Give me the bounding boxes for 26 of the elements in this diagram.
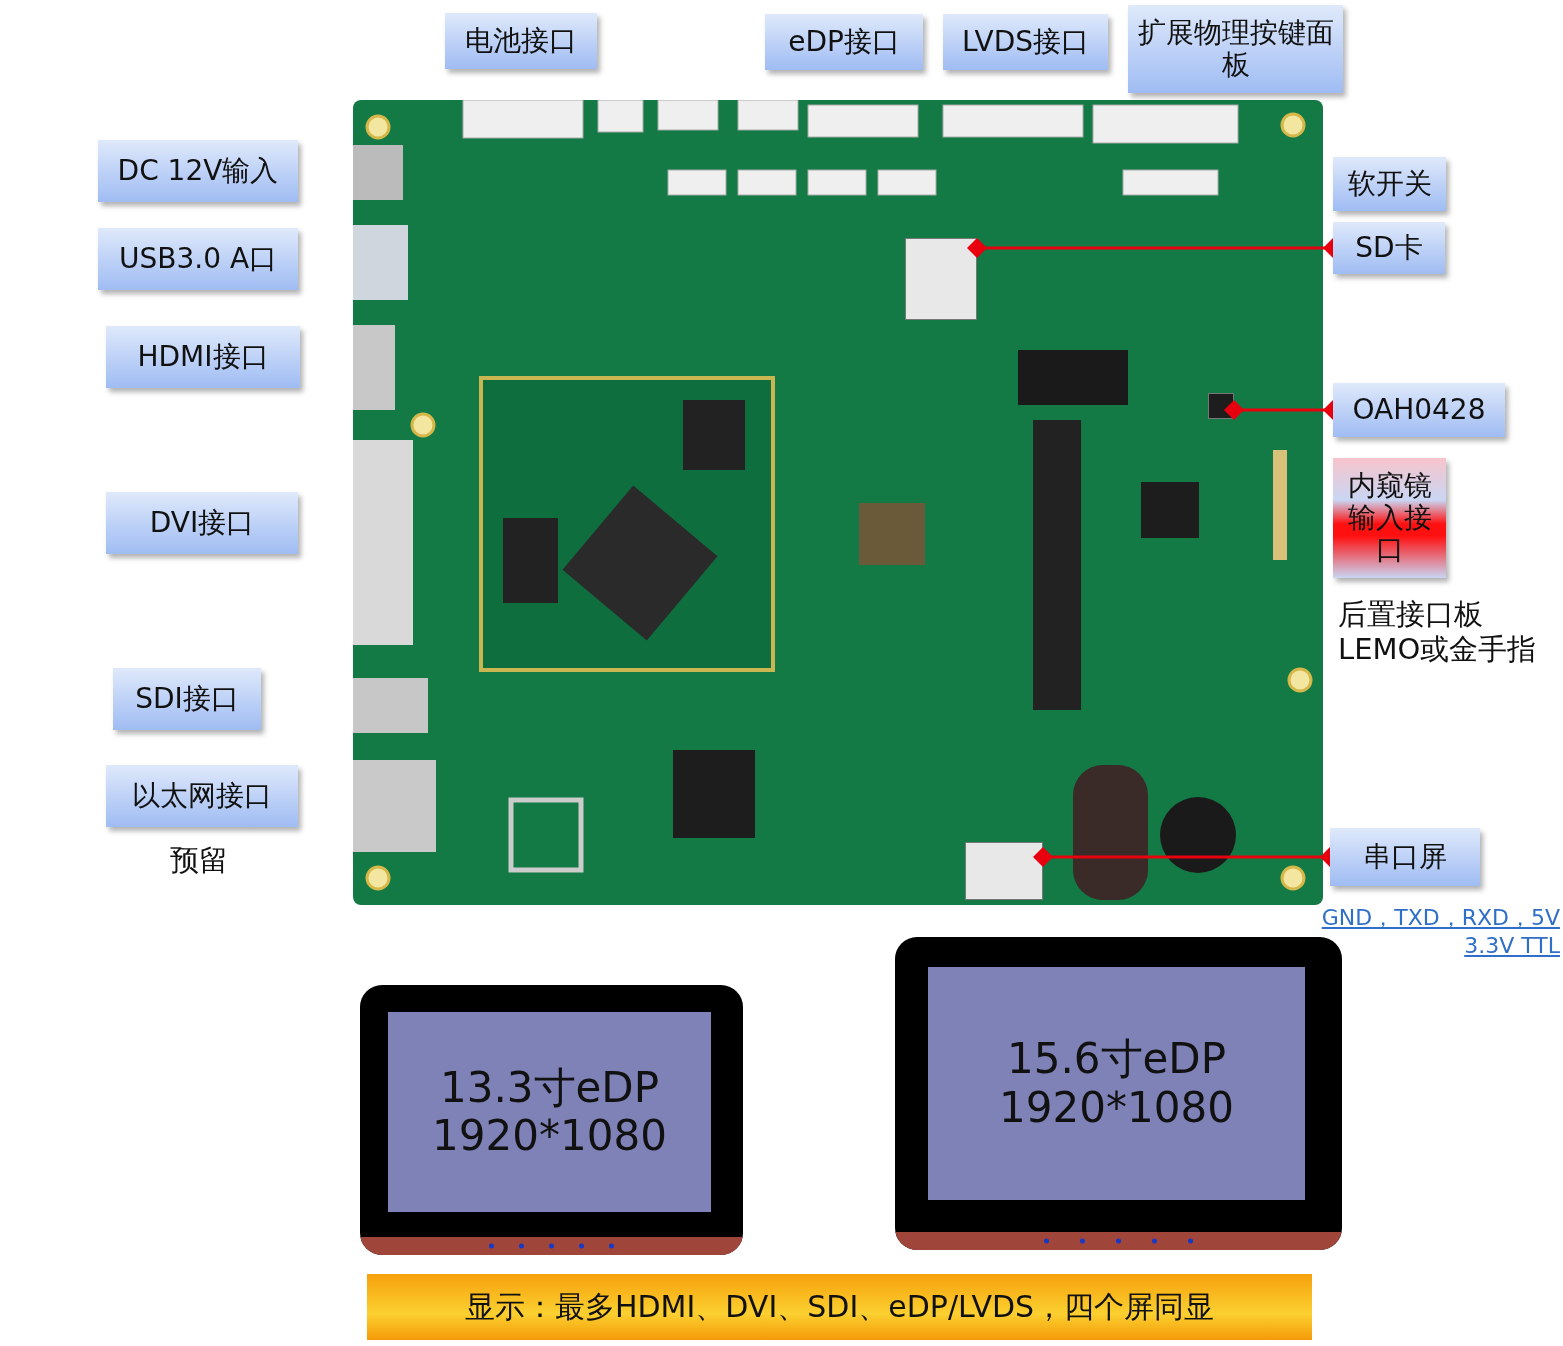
- circuit-board-drawing: [353, 100, 1323, 905]
- note-text: 预留: [170, 843, 229, 878]
- port-label: DVI接口: [106, 492, 298, 554]
- screen-text: 15.6寸eDP 1920*1080: [998, 1035, 1235, 1132]
- port-label: SD卡: [1333, 222, 1445, 274]
- port-label: LVDS接口: [943, 14, 1108, 70]
- banner: 显示：最多HDMI、DVI、SDI、eDP/LVDS，四个屏同显: [367, 1274, 1312, 1340]
- port-label: USB3.0 A口: [98, 228, 298, 290]
- port-label: 内窥镜输入接口: [1333, 458, 1446, 578]
- display-screen: [360, 985, 743, 1255]
- port-label: 串口屏: [1330, 828, 1480, 886]
- link-text: GND，TXD，RXD，5V 3.3V TTL: [1320, 904, 1560, 961]
- screen-text: 13.3寸eDP 1920*1080: [431, 1063, 668, 1161]
- card-slot: [905, 238, 977, 320]
- port-label: OAH0428: [1333, 383, 1505, 437]
- port-label: 软开关: [1333, 157, 1446, 211]
- port-label: HDMI接口: [106, 326, 300, 388]
- port-label: eDP接口: [765, 14, 923, 70]
- port-label: 以太网接口: [106, 765, 298, 827]
- port-label: DC 12V输入: [98, 140, 298, 202]
- display-screen: [895, 937, 1342, 1250]
- port-label: 电池接口: [445, 13, 597, 69]
- port-label: 扩展物理按键面板: [1128, 5, 1343, 93]
- connector: [965, 842, 1043, 900]
- stacked-text: 后置接口板 LEMO或金手指: [1338, 597, 1538, 667]
- port-label: SDI接口: [113, 668, 261, 730]
